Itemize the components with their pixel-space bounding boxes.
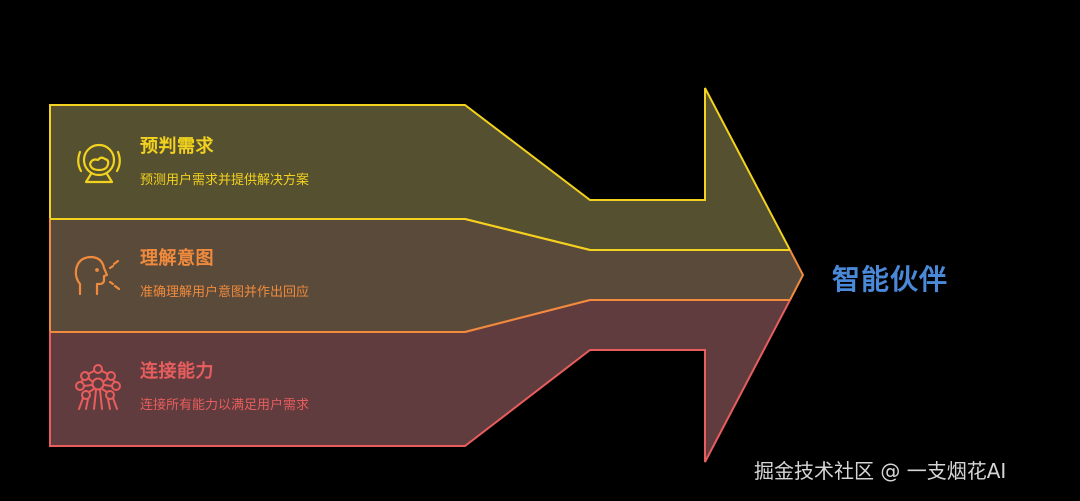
stage-connect: 连接能力 连接所有能力以满足用户需求 xyxy=(140,361,309,415)
edge-orange-lower xyxy=(50,299,790,333)
stage-description: 连接所有能力以满足用户需求 xyxy=(140,398,310,413)
stage-understand: 理解意图 准确理解用户意图并作出回应 xyxy=(140,248,309,302)
stage-description: 准确理解用户意图并作出回应 xyxy=(140,285,310,300)
stage-anticipate: 预判需求 预测用户需求并提供解决方案 xyxy=(140,136,309,190)
stage-title: 理解意图 xyxy=(140,248,214,269)
crystal-ball-icon xyxy=(72,136,124,188)
edge-yellow-lower xyxy=(50,218,790,251)
head-speaking-icon xyxy=(72,250,124,302)
result-label: 智能伙伴 xyxy=(832,263,949,296)
watermark: 掘金技术社区 @ 一支烟花AI xyxy=(754,459,1007,483)
stage-title: 预判需求 xyxy=(140,136,214,157)
stage-description: 预测用户需求并提供解决方案 xyxy=(140,173,310,188)
stage-title: 连接能力 xyxy=(140,361,214,382)
molecule-network-icon xyxy=(72,362,124,414)
